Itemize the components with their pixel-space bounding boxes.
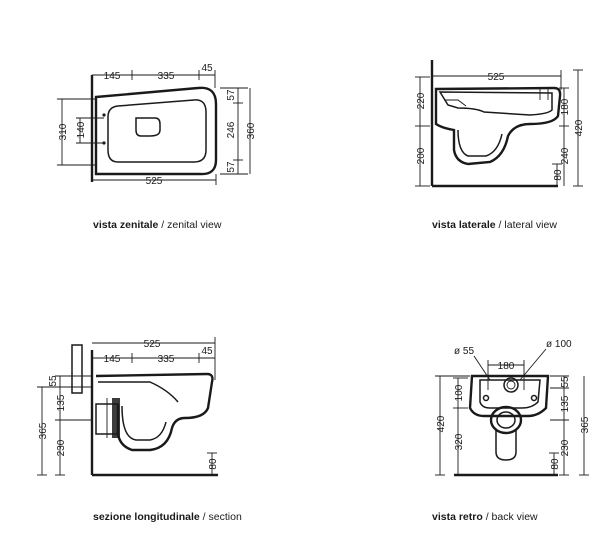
bowl-section-outline <box>95 372 214 452</box>
back-view-drawing: ø 55 ø 100 180 420 100 320 55 135 230 36… <box>435 339 591 477</box>
dim-span: 180 <box>498 361 515 372</box>
bowl-section <box>438 91 553 116</box>
dim-right-a: 57 <box>226 89 237 101</box>
dim-right-total: 420 <box>574 119 585 136</box>
bowl-outer <box>94 86 218 176</box>
dim-right-b: 135 <box>560 395 571 412</box>
dim-right-c: 57 <box>226 161 237 173</box>
fixing-left <box>482 394 490 402</box>
dim-left-inner: 140 <box>76 121 87 138</box>
dim-top-c: 45 <box>201 63 213 74</box>
dim-left-upper: 220 <box>416 92 427 109</box>
supply-pipe <box>71 344 83 394</box>
dim-top-b: 335 <box>158 71 175 82</box>
fixing-right <box>530 394 538 402</box>
lateral-view-drawing: 525 220 200 180 240 420 80 <box>415 60 585 188</box>
back-outline <box>468 374 550 418</box>
dim-right-floor: 80 <box>208 458 219 470</box>
dim-left-lower: 200 <box>416 147 427 164</box>
dim-right-lower: 240 <box>560 147 571 164</box>
dim-diameter-left: ø 55 <box>454 346 474 357</box>
caption-lateral: vista laterale / lateral view <box>432 219 557 231</box>
dim-top-total: 525 <box>144 339 161 350</box>
caption-back: vista retro / back view <box>432 511 538 523</box>
dim-right-total: 360 <box>246 122 257 139</box>
dim-left-c: 230 <box>56 439 67 456</box>
dim-top-b: 335 <box>158 354 175 365</box>
dim-left-total: 420 <box>436 415 447 432</box>
dim-diameter-right: ø 100 <box>546 339 572 350</box>
caption-section: sezione longitudinale / section <box>93 511 242 523</box>
flush-hole <box>135 117 161 137</box>
outlet-ring <box>489 405 523 435</box>
dim-right-c: 230 <box>560 439 571 456</box>
dim-bottom: 525 <box>146 176 163 187</box>
dim-left-b: 135 <box>56 394 67 411</box>
dim-top-a: 145 <box>104 71 121 82</box>
dim-right-b: 246 <box>226 121 237 138</box>
dim-right-floor: 80 <box>550 458 561 470</box>
dim-left-total: 365 <box>38 422 49 439</box>
caption-zenital: vista zenitale / zenital view <box>93 219 222 231</box>
dim-right-floor: 80 <box>553 169 564 181</box>
dim-top-a: 145 <box>104 354 121 365</box>
dim-right-upper: 180 <box>560 98 571 115</box>
dim-left-a: 100 <box>454 384 465 401</box>
inlet-large <box>503 377 519 393</box>
outlet-pipe <box>495 430 517 461</box>
dim-right-total: 365 <box>580 416 591 433</box>
bowl-inner <box>107 99 207 163</box>
trap-line <box>457 129 503 157</box>
dim-right-a: 55 <box>560 376 571 388</box>
dim-left-b: 320 <box>454 433 465 450</box>
section-view-drawing: 525 145 335 45 365 55 135 230 80 <box>37 337 219 477</box>
dim-left-a: 55 <box>48 375 59 387</box>
dim-top: 525 <box>488 72 505 83</box>
dim-left-outer: 310 <box>58 123 69 140</box>
dim-top-c: 45 <box>201 346 213 357</box>
toilet-side-outline <box>434 86 562 166</box>
zenital-view-drawing: 145 335 45 310 140 57 246 57 360 525 <box>57 63 257 187</box>
